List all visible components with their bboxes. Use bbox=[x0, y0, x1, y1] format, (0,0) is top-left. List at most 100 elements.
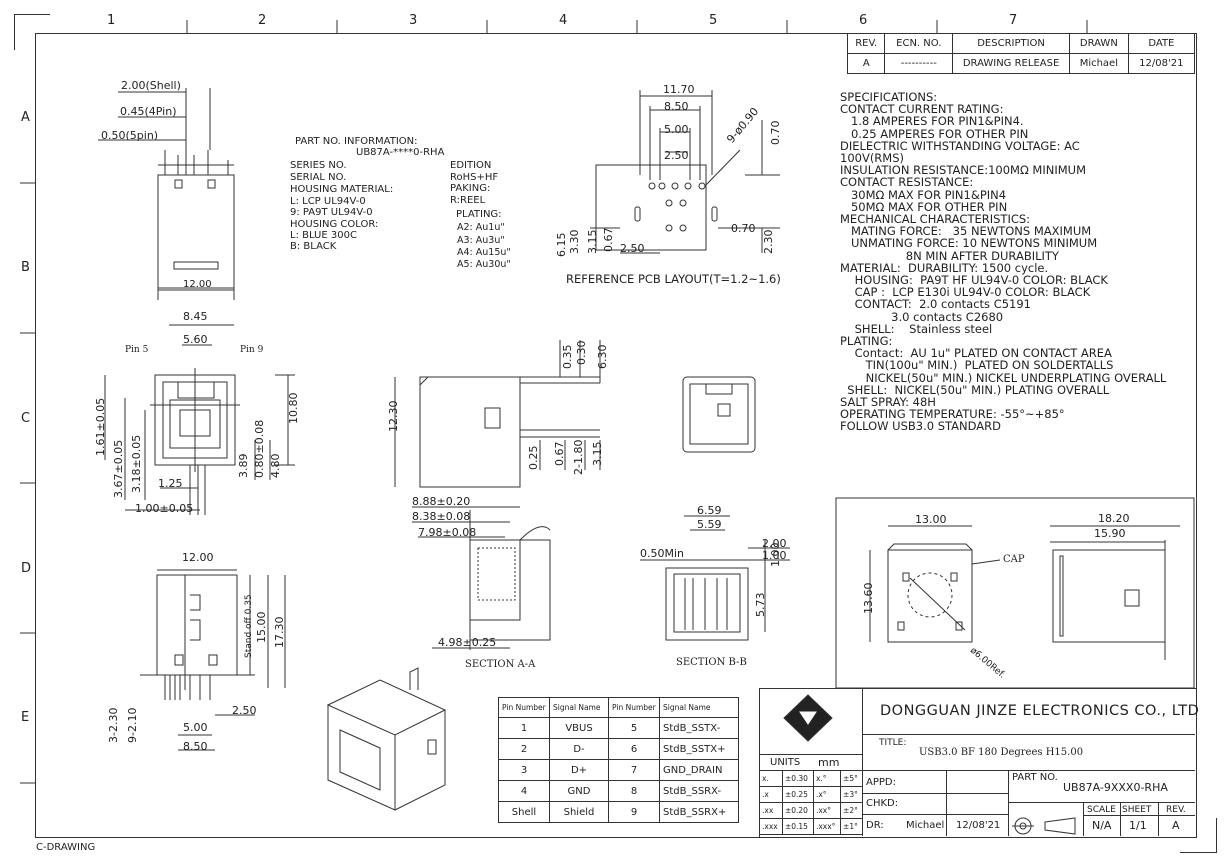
spec-line: SHELL: NICKEL(50u" MIN.) PLATING OVERALL bbox=[840, 382, 1110, 397]
title-company-divider bbox=[862, 734, 1195, 735]
frame-corner-tl-v bbox=[14, 14, 15, 50]
spec-line: CONTACT CURRENT RATING: bbox=[840, 102, 1004, 117]
units-label: UNITS bbox=[770, 757, 801, 768]
dim-front-2: 10.80 bbox=[287, 392, 300, 425]
tolerance-cell: .xxx bbox=[759, 818, 783, 835]
dim-bottom-0: 12.00 bbox=[182, 551, 214, 564]
spec-line: Contact: AU 1u" PLATED ON CONTACT AREA bbox=[840, 346, 1112, 361]
spec-line: SALT SPRAY: 48H bbox=[840, 395, 936, 410]
stand-off-label: Stand off 0.35 bbox=[244, 594, 254, 658]
tolerance-row: .xx±0.20.xx°±2° bbox=[759, 802, 863, 819]
pin-number-cell: Shell bbox=[498, 801, 550, 823]
min-050-label: 0.50Min bbox=[640, 547, 685, 560]
pin-header-3: Signal Name bbox=[659, 697, 739, 718]
dim-pcb-11: 0.70 bbox=[731, 222, 756, 235]
part-right-label-0: EDITION bbox=[450, 160, 492, 171]
pcb-caption: REFERENCE PCB LAYOUT(T=1.2~1.6) bbox=[566, 272, 781, 286]
dim-top-width: 12.00 bbox=[183, 279, 212, 290]
sheet-value: 1/1 bbox=[1129, 819, 1147, 832]
dim-side-1: 0.30 bbox=[575, 340, 588, 366]
part-no-value: UB87A-9XXX0-RHA bbox=[1063, 781, 1168, 794]
spec-line: MECHANICAL CHARACTERISTICS: bbox=[840, 212, 1031, 227]
dim-cap-1: 13.60 bbox=[862, 582, 875, 615]
part-left-label-7: B: BLACK bbox=[290, 241, 337, 252]
appd-label: APPD: bbox=[866, 777, 896, 788]
dim-pcb-3: 2.50 bbox=[664, 149, 689, 162]
spec-line: CONTACT: 2.0 contacts C5191 bbox=[840, 297, 1032, 312]
tolerance-cell: ±0.25 bbox=[781, 786, 814, 803]
dim-front-7: 1.00±0.05 bbox=[135, 502, 194, 515]
section-aa-caption: SECTION A-A bbox=[465, 659, 536, 670]
row-d: D bbox=[21, 561, 32, 576]
dim-front-3: 1.61±0.05 bbox=[94, 397, 107, 456]
dim-front-9: 4.80 bbox=[269, 453, 282, 479]
spec-line: 30MΩ MAX FOR PIN1&PIN4 bbox=[840, 187, 1007, 202]
dim-pcb-2: 5.00 bbox=[664, 123, 689, 136]
pin-number-cell: 6 bbox=[608, 738, 660, 760]
spec-line: PLATING: bbox=[840, 334, 893, 349]
title-units-divider bbox=[759, 754, 863, 755]
dim-pcb-12: 2.30 bbox=[762, 229, 775, 255]
title-scale-vdiv2 bbox=[1120, 802, 1121, 836]
pin-table-header: Pin Number Signal Name Pin Number Signal… bbox=[498, 697, 739, 718]
spec-line: 100V(RMS) bbox=[840, 151, 905, 166]
dr-label: DR: bbox=[866, 820, 884, 831]
tolerance-cell: ±3° bbox=[840, 786, 863, 803]
plating-3: A5: Au30u" bbox=[457, 259, 511, 270]
dim-bottom-1: 15.00 bbox=[255, 611, 268, 644]
pin-header-1: Signal Name bbox=[549, 697, 609, 718]
dim-secbb-0: 6.59 bbox=[697, 504, 722, 517]
revision-header-row: REV. ECN. NO. DESCRIPTION DRAWN DATE bbox=[846, 33, 1196, 54]
dim-secaa-1: 8.38±0.08 bbox=[412, 510, 471, 523]
tolerance-cell: x. bbox=[759, 770, 783, 787]
spec-line: 8N MIN AFTER DURABILITY bbox=[840, 248, 1059, 263]
description-col: DESCRIPTION bbox=[952, 33, 1071, 54]
rev-value: A bbox=[846, 53, 886, 74]
spec-line: FOLLOW USB3.0 STANDARD bbox=[840, 419, 1001, 434]
isometric-view bbox=[326, 667, 447, 811]
part-left-label-1: SERIAL NO. bbox=[290, 172, 347, 183]
units-value: mm bbox=[818, 756, 840, 769]
title-label: TITLE: bbox=[879, 738, 907, 748]
part-no-label: PART NO. bbox=[1012, 772, 1058, 783]
projection-symbol bbox=[1012, 817, 1076, 835]
dim-secaa-0: 8.88±0.20 bbox=[412, 495, 471, 508]
part-right-label-2: PAKING: bbox=[450, 183, 491, 194]
section-bb-view bbox=[640, 515, 790, 641]
dim-front-8: 3.89 bbox=[237, 453, 250, 479]
spec-line: 3.0 contacts C2680 bbox=[840, 309, 1004, 324]
dim-pcb-5: 0.70 bbox=[769, 120, 782, 146]
title-dr-vdiv bbox=[946, 770, 947, 836]
signal-name-cell: StdB_SSRX+ bbox=[659, 801, 739, 823]
col-6: 6 bbox=[859, 13, 868, 28]
title-logo-divider bbox=[862, 688, 863, 836]
dim-side-3: 12.30 bbox=[387, 400, 400, 433]
pin-number-cell: 7 bbox=[608, 759, 660, 781]
dim-secbb-5: 5.73 bbox=[754, 592, 767, 618]
tolerance-cell: .x bbox=[759, 786, 783, 803]
spec-line: UNMATING FORCE: 10 NEWTONS MINIMUM bbox=[840, 236, 1098, 251]
pcb-layout-view bbox=[590, 90, 780, 254]
signal-name-cell: D+ bbox=[549, 759, 609, 781]
front-view bbox=[104, 324, 295, 515]
dim-cap-3: 15.90 bbox=[1094, 527, 1126, 540]
dim-secbb-2: 2.00 bbox=[762, 537, 787, 550]
spec-line: HOUSING: PA9T HF UL94V-0 COLOR: BLACK bbox=[840, 273, 1108, 288]
dr-value: Michael bbox=[906, 820, 945, 831]
part-left-label-4: 9: PA9T UL94V-0 bbox=[290, 207, 373, 218]
dim-secaa-2: 7.98±0.08 bbox=[418, 526, 477, 539]
dim-top-shell: 2.00(Shell) bbox=[121, 79, 181, 92]
drawing-border bbox=[35, 33, 1197, 838]
pin9-label: Pin 9 bbox=[240, 345, 264, 355]
row-e: E bbox=[21, 710, 30, 725]
dim-front-4: 3.67±0.05 bbox=[112, 439, 125, 498]
spec-line: CONTACT RESISTANCE: bbox=[840, 175, 974, 190]
tolerance-row: .xxx±0.15.xxx°±1° bbox=[759, 818, 863, 835]
dim-bottom-2: 17.30 bbox=[273, 616, 286, 649]
plating-1: A3: Au3u" bbox=[457, 235, 505, 246]
